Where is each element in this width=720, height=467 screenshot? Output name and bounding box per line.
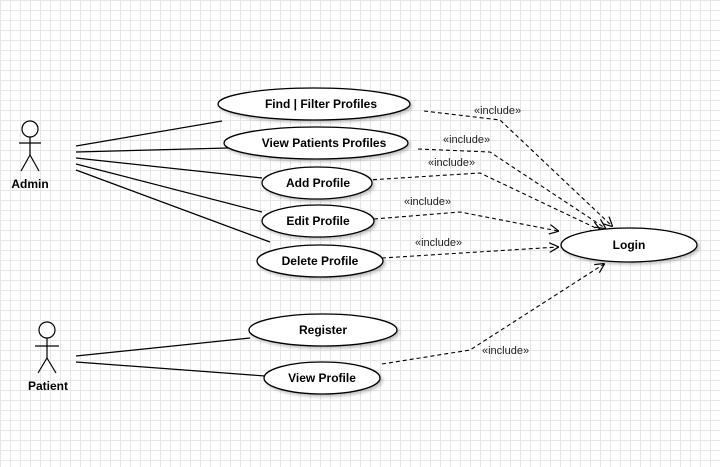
use-case-delete-profile[interactable]: Delete Profile <box>256 244 384 278</box>
admin-view-patients-association <box>75 147 229 153</box>
use-case-view-profile-label: View Profile <box>288 371 356 385</box>
admin-edit-association <box>75 163 263 213</box>
include-label-delete: «include» <box>415 237 462 249</box>
include-label-edit: «include» <box>404 196 451 208</box>
include-delete-login <box>381 247 558 259</box>
patient-view-association <box>75 361 266 377</box>
use-case-find-filter-label: Find | Filter Profiles <box>265 97 377 111</box>
use-case-delete-profile-label: Delete Profile <box>282 254 359 268</box>
include-label-view-profile: «include» <box>482 345 529 357</box>
include-edit-login <box>373 211 558 231</box>
use-case-edit-profile[interactable]: Edit Profile <box>261 204 375 238</box>
include-view-patients-login <box>417 148 605 228</box>
admin-actor[interactable] <box>19 120 41 172</box>
use-case-view-patients-label: View Patients Profiles <box>262 136 387 150</box>
include-label-view-patients: «include» <box>443 134 490 146</box>
admin-delete-association <box>75 169 271 243</box>
use-case-view-patients[interactable]: View Patients Profiles <box>223 126 409 160</box>
patient-actor-label: Patient <box>28 379 68 393</box>
admin-find-association <box>75 120 223 147</box>
patient-actor[interactable] <box>35 321 59 374</box>
use-case-register[interactable]: Register <box>248 313 398 347</box>
use-case-add-profile-label: Add Profile <box>286 176 350 190</box>
include-view-profile-login <box>381 264 604 365</box>
admin-add-association <box>75 157 263 179</box>
include-label-find: «include» <box>474 105 521 117</box>
include-label-add: «include» <box>428 157 475 169</box>
use-case-register-label: Register <box>299 323 347 337</box>
use-case-add-profile[interactable]: Add Profile <box>261 166 373 200</box>
use-case-find-filter[interactable]: Find | Filter Profiles <box>217 87 411 121</box>
include-add-login <box>351 172 600 230</box>
patient-register-association <box>75 337 251 357</box>
use-case-view-profile[interactable]: View Profile <box>263 361 381 395</box>
use-case-edit-profile-label: Edit Profile <box>286 214 350 228</box>
use-case-login[interactable]: Login <box>560 227 698 263</box>
admin-actor-label: Admin <box>11 177 48 191</box>
use-case-login-label: Login <box>613 238 646 252</box>
